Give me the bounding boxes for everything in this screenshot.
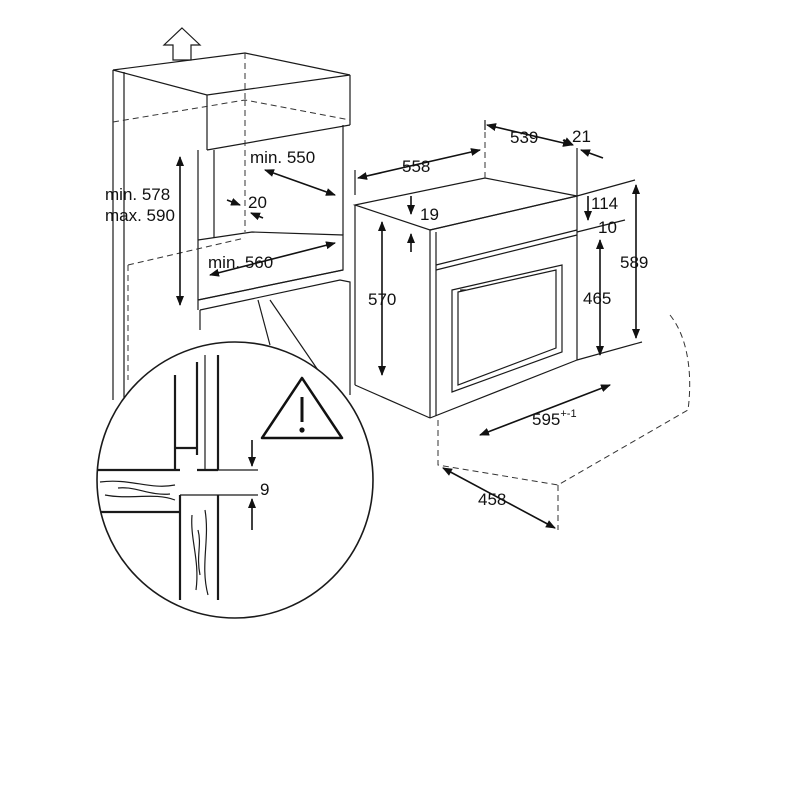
niche-gap-dimension: [226, 198, 264, 221]
panel-offset-label: 10: [598, 218, 617, 237]
oven-depth-total-label: 558: [402, 157, 430, 176]
warning-triangle-icon: [260, 376, 344, 440]
oven-body-depth-dimension: [484, 120, 573, 147]
oven-body-depth-label: 539: [510, 128, 538, 147]
niche-gap-label: 20: [248, 193, 267, 212]
niche-width-dimension: [264, 169, 336, 196]
panel-height-label: 589: [620, 253, 648, 272]
base-depth-dimension: [442, 467, 556, 529]
niche-min-width-label: min. 550: [250, 148, 315, 167]
panel-height-dimension: [576, 184, 643, 361]
niche-min-depth-label: min. 560: [208, 253, 273, 272]
detail-gap-label: 9: [260, 480, 269, 499]
detail-magnifier: [96, 341, 374, 619]
panel-top-label: 114: [591, 194, 618, 213]
up-arrow-icon: [162, 27, 202, 61]
oven-width-dimension: [479, 384, 611, 436]
niche-max-height-label: max. 590: [105, 206, 175, 225]
niche-min-height-label: min. 578: [105, 185, 170, 204]
base-depth-label: 458: [478, 490, 506, 509]
panel-thickness-label: 21: [572, 127, 591, 146]
door-height-label: 465: [583, 289, 611, 308]
oven-width-label: 595+-1: [532, 408, 577, 429]
floor-plane: [437, 314, 691, 530]
cabinet-niche: [112, 52, 351, 400]
oven-body: [352, 120, 578, 419]
panel-top-dimension: [576, 179, 636, 233]
panel-thickness-dimension: [562, 137, 604, 196]
oven-body-height-label: 570: [368, 290, 396, 309]
oven-depth-total-dimension: [354, 148, 481, 195]
niche-depth-dimension: [209, 241, 336, 277]
oven-top-offset-label: 19: [420, 205, 439, 224]
